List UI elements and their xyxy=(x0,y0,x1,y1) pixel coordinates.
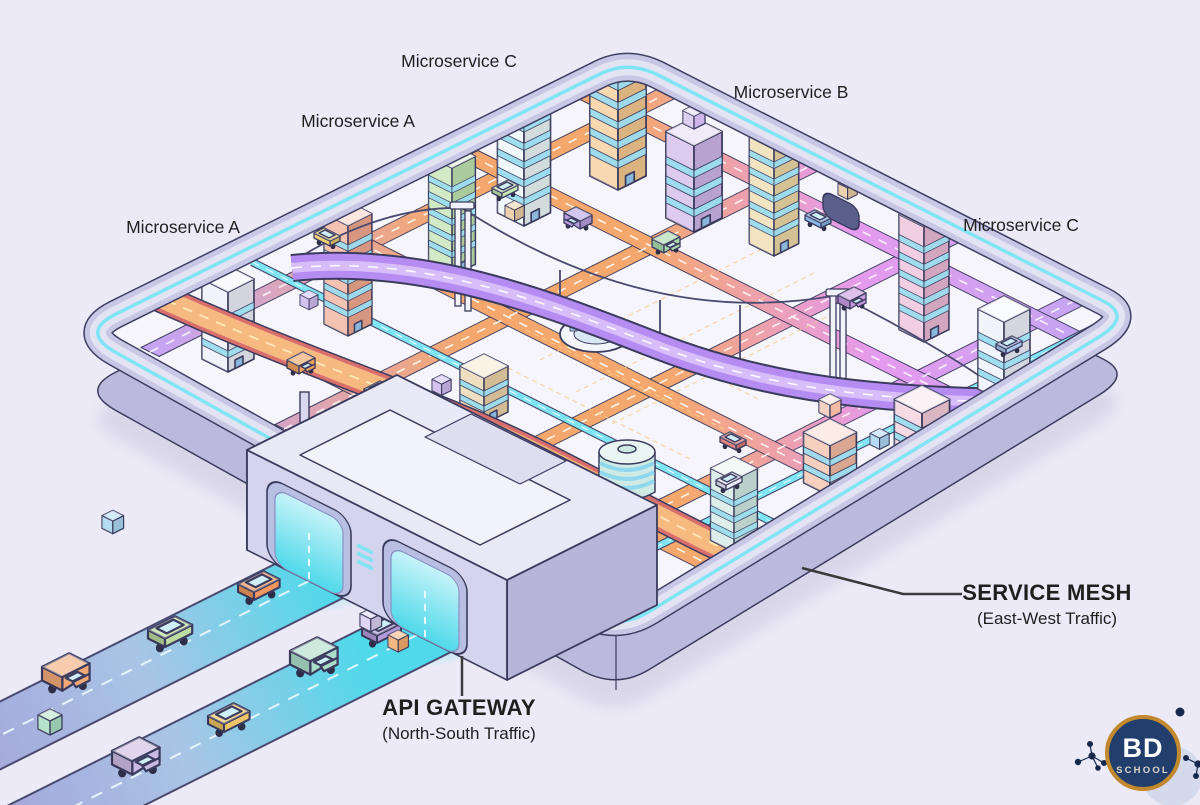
callouts xyxy=(460,566,962,696)
label-service-mesh-title: SERVICE MESH xyxy=(962,580,1131,605)
data-packet-cube xyxy=(431,374,452,396)
label-microservice-c-top: Microservice C xyxy=(401,51,517,71)
callout-line-service-mesh xyxy=(801,566,962,596)
logo-dot xyxy=(1175,707,1185,717)
molecule-icon xyxy=(1074,740,1107,771)
label-api-gateway-title: API GATEWAY xyxy=(382,695,536,720)
data-packet-cube xyxy=(387,629,409,653)
label-microservice-a-left: Microservice A xyxy=(126,217,240,237)
gateway-front-face xyxy=(246,448,508,682)
data-packet-cube xyxy=(37,708,63,736)
label-microservice-a-top: Microservice A xyxy=(301,111,415,131)
api-gateway-structure xyxy=(246,374,658,682)
building-salmon-stack-roof xyxy=(818,393,842,419)
data-packet-cube xyxy=(101,509,125,535)
label-api-gateway-subtitle: (North-South Traffic) xyxy=(382,724,536,743)
diagram-labels: Microservice A Microservice A Microservi… xyxy=(126,51,1131,743)
perimeter-wall xyxy=(83,52,1132,637)
logo-text-bd: BD xyxy=(1123,733,1164,763)
bd-school-logo: BD SCHOOL xyxy=(1074,707,1200,805)
label-service-mesh-subtitle: (East-West Traffic) xyxy=(977,609,1117,628)
gateway-roof-slab xyxy=(424,413,567,485)
logo-badge xyxy=(1105,715,1181,791)
building-microservice-b xyxy=(665,116,723,233)
wall-tunnel-arch xyxy=(822,192,860,231)
suspension-bridge xyxy=(290,201,1016,416)
gateway-roof-deck xyxy=(299,409,571,546)
label-microservice-c-right: Microservice C xyxy=(963,215,1079,235)
molecule-icon xyxy=(1182,754,1200,779)
data-packet-cube xyxy=(299,289,319,311)
data-packet-cube xyxy=(504,200,525,222)
data-packet-cube xyxy=(869,428,890,450)
logo-text-school: SCHOOL xyxy=(1116,765,1170,776)
label-microservice-b: Microservice B xyxy=(734,82,849,102)
